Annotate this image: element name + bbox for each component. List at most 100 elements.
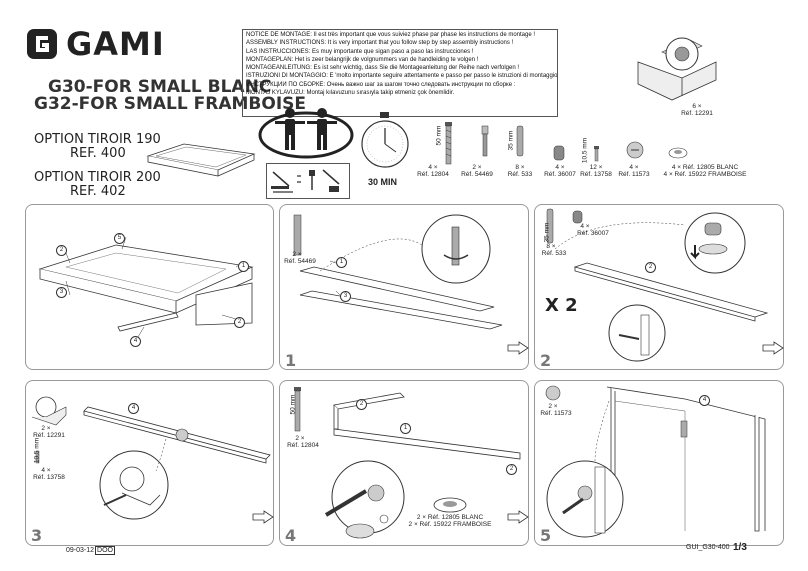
step-number-2: 2 — [540, 351, 552, 370]
notice-line: LAS INSTRUCCIONES: Es muy importante que… — [246, 48, 474, 55]
notice-line: ASSEMBLY INSTRUCTIONS: It is very import… — [246, 40, 514, 47]
brand-logo: GAMI — [26, 26, 176, 62]
panel-step-1: 2 × Réf. 54469 1 3 1 — [279, 204, 529, 370]
notice-line: NOTICE DE MONTAGE: Il est très important… — [246, 32, 536, 38]
caster-illustration — [637, 37, 717, 101]
callout-5: 5 — [114, 233, 125, 244]
hw-ref: Réf. 533 — [507, 171, 533, 178]
hw-size: 50 mm — [435, 125, 443, 146]
gami-logo-icon — [27, 29, 57, 59]
step-2-multiplier: X 2 — [545, 295, 578, 316]
notice-line: ИНСТРУКЦИИ ПО СБОРКЕ: Очень важно шаг за… — [246, 81, 516, 88]
stopwatch-icon — [361, 112, 409, 168]
callout-1: 1 — [336, 257, 347, 268]
hardware-illustrations — [445, 122, 688, 165]
hw-cap-qty: 4 × — [671, 164, 682, 171]
step-3-qty-a: 2 × — [41, 425, 51, 432]
step-3-illustration — [31, 396, 271, 520]
step-2-ref-a: Réf. 533 — [541, 250, 567, 257]
step-4-ref-framboise: 2 × Réf. 15922 FRAMBOISE — [408, 521, 492, 528]
hw-ref: Réf. 12804 — [417, 171, 449, 178]
step-number-5: 5 — [540, 526, 552, 545]
hw-qty: 8 × — [515, 164, 525, 171]
step-4-ref: Réf. 12804 — [287, 442, 319, 449]
assembly-time: 30 MIN — [368, 177, 398, 187]
callout-2: 2 — [56, 245, 67, 256]
step-number-3: 3 — [31, 526, 43, 545]
page-number: 1/3 — [733, 542, 747, 553]
two-persons-icon — [258, 108, 354, 159]
step-3-ref-b: Réf. 13758 — [33, 474, 65, 481]
callout-2: 2 — [234, 317, 245, 328]
step-3-size-b: 10,5 mm — [33, 437, 41, 464]
next-step-arrow-icon — [252, 510, 274, 524]
callout-2: 2 — [645, 262, 656, 273]
hw-ref: Réf. 11573 — [618, 171, 650, 178]
step-4-illustration — [294, 387, 521, 539]
panel-step-5: 2 × Réf. 11573 4 5 — [534, 380, 784, 546]
step-1-ref: Réf. 54469 — [284, 258, 316, 265]
notice-line: MONTAGEPLAN: Het is zeer belangrijk de v… — [246, 56, 479, 63]
hw-qty: 4 × — [428, 164, 438, 171]
callout-2: 2 — [506, 464, 517, 475]
step-3-qty-b: 4 × — [41, 467, 51, 474]
caster-qty: 6 × — [692, 103, 702, 110]
step-5-qty: 2 × — [548, 403, 558, 410]
step-2-illustration — [546, 208, 769, 362]
hw-qty: 2 × — [472, 164, 482, 171]
footer-date-code: 09-03-12 — [66, 547, 95, 554]
step-number-1: 1 — [285, 351, 297, 370]
callout-3: 3 — [56, 287, 67, 298]
step-4-size: 50 mm — [289, 394, 297, 415]
tools-box — [266, 163, 350, 199]
hw-ref: Réf. 36007 — [544, 171, 576, 178]
callout-2: 2 — [356, 399, 367, 410]
notice-line: MONTAGEANLEITUNG: Es ist sehr wichtig, d… — [246, 65, 520, 72]
step-4-qty: 2 × — [295, 435, 305, 442]
callout-4: 4 — [128, 403, 139, 414]
hw-cap-blanc: 4 × Réf. 12805 BLANC — [660, 164, 750, 171]
hw-qty: 12 × — [589, 164, 603, 171]
brand-name: GAMI — [66, 25, 165, 63]
footer-date-box: DOO — [95, 546, 115, 555]
hw-ref: Réf. 13758 — [580, 171, 612, 178]
step-1-illustration — [293, 214, 503, 330]
step-1-qty: 2 × — [292, 251, 302, 258]
step-5-ref: Réf. 11573 — [540, 410, 572, 417]
hw-size: 35 mm — [507, 130, 515, 151]
model-title-1: G30-FOR SMALL BLANC — [48, 77, 272, 97]
step-2-size-a: 35 mm — [543, 222, 551, 243]
next-step-arrow-icon — [762, 341, 784, 355]
next-step-arrow-icon — [507, 341, 529, 355]
step-5-illustration — [545, 385, 766, 538]
footer-doc-code: GUI_G30-400 — [686, 544, 730, 551]
caster-ref: Réf. 12291 — [681, 110, 713, 117]
callout-4: 4 — [699, 395, 710, 406]
hw-cap-ref-blanc: Réf. 12805 BLANC — [682, 164, 739, 171]
option-2-title: OPTION TIROIR 200 — [34, 170, 161, 185]
step-2-qty-a: 8 × — [546, 243, 556, 250]
panel-step-3: 2 × Réf. 12291 10,5 mm 4 × Réf. 13758 4 … — [25, 380, 274, 546]
option-1-ref: REF. 400 — [70, 146, 126, 161]
model-title-2: G32-FOR SMALL FRAMBOISE — [34, 94, 307, 114]
notice-line: ISTRUZIONI DI MONTAGGIO: E 'molto import… — [246, 73, 558, 80]
option-2-ref: REF. 402 — [70, 184, 126, 199]
step-number-4: 4 — [285, 526, 297, 545]
callout-3: 3 — [340, 291, 351, 302]
hw-ref: Réf. 54469 — [461, 171, 493, 178]
hw-qty: 4 × — [629, 164, 639, 171]
hw-qty: 4 × — [555, 164, 565, 171]
panel-step-4: 50 mm 2 × Réf. 12804 2 1 2 2 × Réf. 1280… — [279, 380, 529, 546]
assembly-notice-box: NOTICE DE MONTAGE: Il est très important… — [242, 29, 558, 117]
tools-icon — [271, 169, 340, 193]
next-step-arrow-icon — [507, 510, 529, 524]
panel-overview: 2 5 1 3 2 4 — [25, 204, 274, 370]
option-1-title: OPTION TIROIR 190 — [34, 132, 161, 147]
panel-step-2: 35 mm 8 × Réf. 533 4 × Réf. 36007 X 2 2 … — [534, 204, 784, 370]
hw-size: 10,5 mm — [581, 137, 589, 164]
callout-4: 4 — [130, 336, 141, 347]
step-2-qty-b: 4 × — [580, 223, 590, 230]
notice-line: MONTAJ KYLAVUZU: Montaj kılavuzunu sıras… — [246, 90, 455, 97]
hw-cap-framboise: 4 × Réf. 15922 FRAMBOISE — [663, 171, 747, 178]
